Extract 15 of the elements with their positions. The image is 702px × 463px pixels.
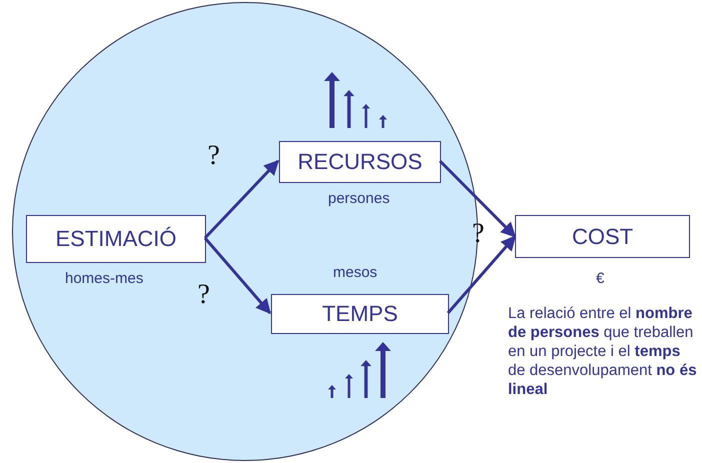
note-text: La relació entre el nombre de persones que treballen en un projecte i el temps de desenvolupament no és lineal <box>508 304 698 399</box>
arrow <box>446 235 516 314</box>
process-box: RECURSOS <box>279 141 441 183</box>
process-box: COST <box>515 215 690 258</box>
process-box: ESTIMACIÓ <box>26 215 206 263</box>
node-caption: mesos <box>333 264 378 281</box>
arrow <box>438 160 516 238</box>
arrow <box>204 160 280 240</box>
edge-label: ? <box>198 278 210 310</box>
process-box: TEMPS <box>271 294 449 334</box>
arrow <box>204 237 272 314</box>
node-caption: persones <box>328 190 390 207</box>
node-caption: homes-mes <box>65 270 144 287</box>
node-caption: € <box>596 270 604 287</box>
edge-label: ? <box>208 140 220 172</box>
